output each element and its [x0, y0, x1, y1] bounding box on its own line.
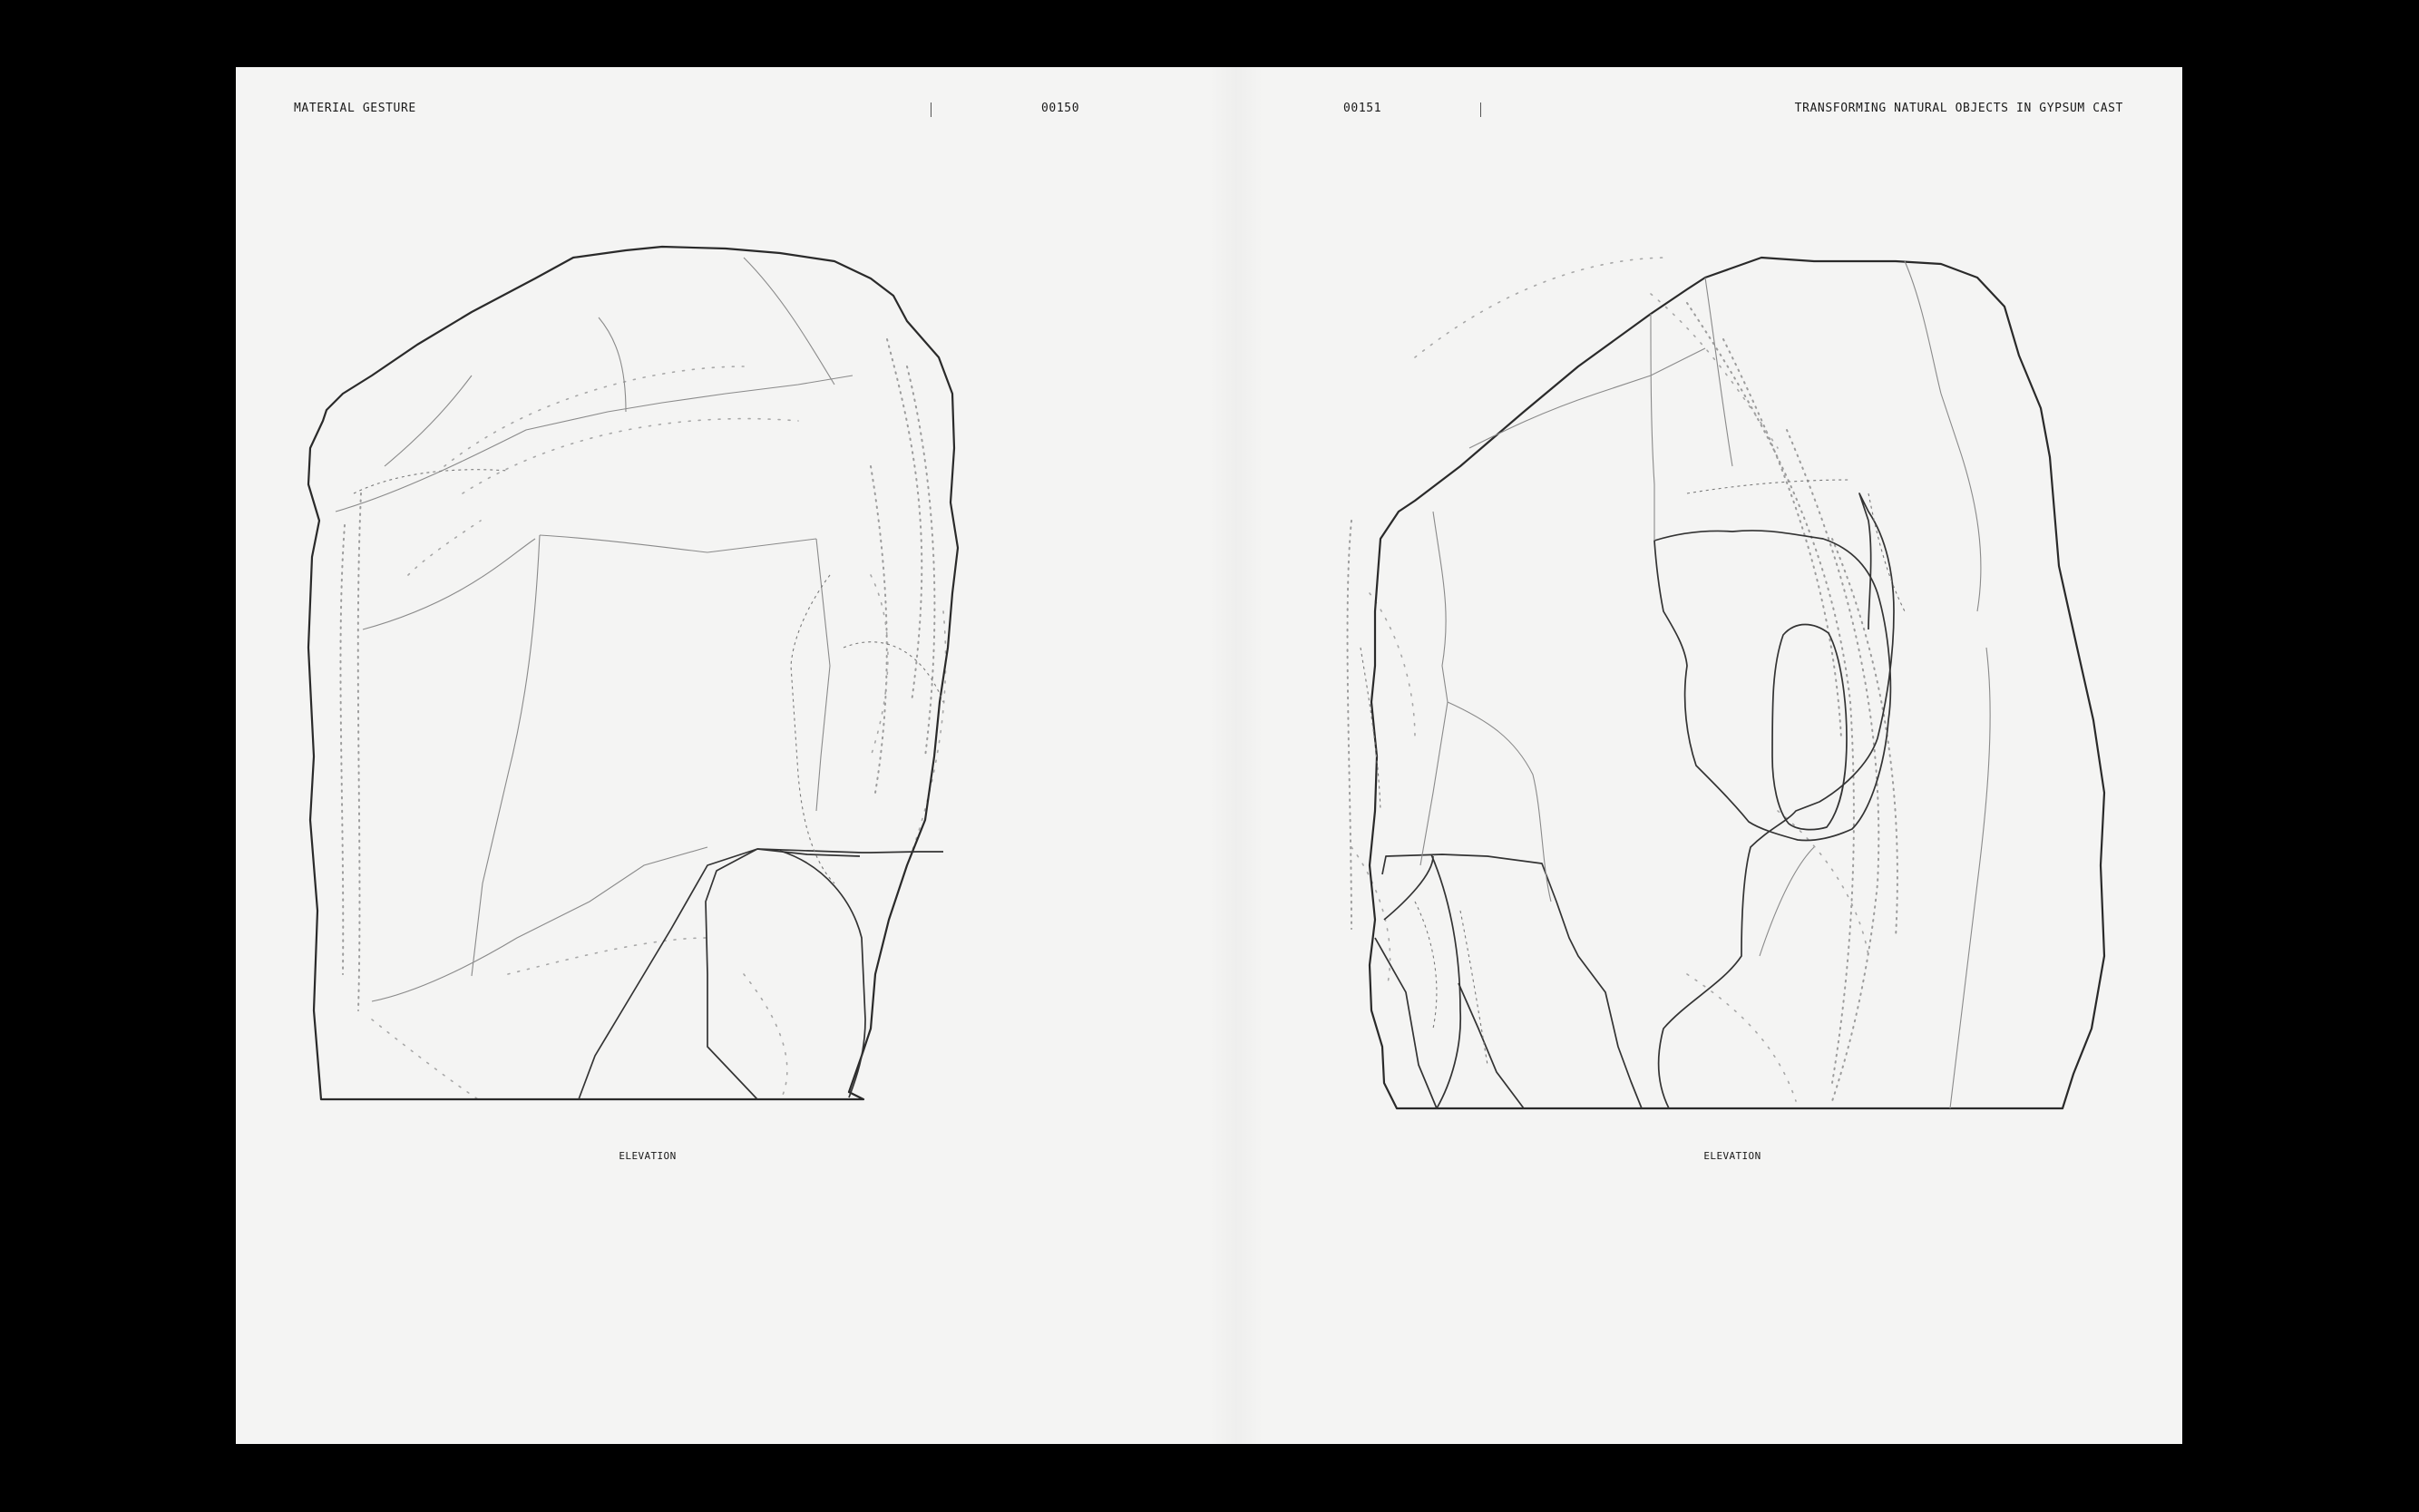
elevation-drawings	[307, 245, 2106, 1110]
caption-left: ELEVATION	[619, 1150, 677, 1162]
stone-elevation-left	[307, 245, 960, 1102]
header-rule-right	[1480, 102, 1481, 117]
page-gutter	[1209, 67, 1263, 1444]
book-spread: MATERIAL GESTURE 00150 00151 TRANSFORMIN…	[236, 67, 2182, 1444]
running-head-right: TRANSFORMING NATURAL OBJECTS IN GYPSUM C…	[1794, 102, 2123, 115]
page-number-left: 00150	[1041, 102, 1080, 115]
caption-right: ELEVATION	[1703, 1150, 1761, 1162]
page-number-right: 00151	[1343, 102, 1382, 115]
header-rule-left	[931, 102, 932, 117]
stone-elevation-right	[1346, 256, 2106, 1110]
running-head-left: MATERIAL GESTURE	[294, 102, 416, 115]
